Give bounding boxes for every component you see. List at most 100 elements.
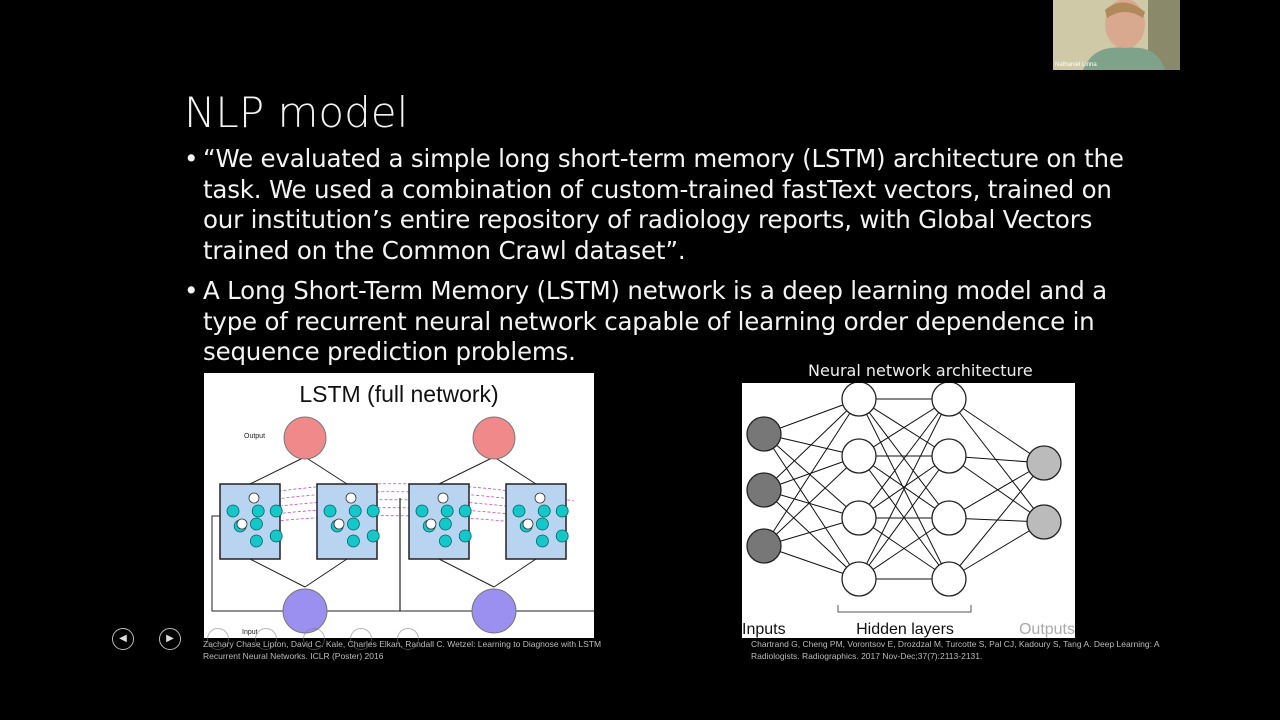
lstm-multiply-node	[425, 518, 437, 530]
nn-citation: Chartrand G, Cheng PM, Vorontsov E, Droz…	[751, 639, 1160, 661]
nn-hidden-node	[841, 438, 877, 474]
zoom-button[interactable]	[303, 628, 325, 650]
lstm-gate	[366, 529, 380, 543]
lstm-gate	[346, 534, 360, 548]
lstm-gate	[269, 529, 283, 543]
lstm-gate	[555, 504, 569, 518]
lstm-gate	[346, 517, 360, 531]
bullet-marker: •	[184, 276, 199, 305]
nn-hidden-node	[841, 561, 877, 597]
lstm-gate	[226, 504, 240, 518]
bullet-item: • A Long Short-Term Memory (LSTM) networ…	[184, 276, 1144, 368]
lstm-multiply-node	[236, 518, 248, 530]
more-options-button[interactable]	[397, 628, 419, 650]
slide-title: NLP model	[184, 88, 409, 137]
nn-edge	[763, 398, 860, 491]
next-slide-button[interactable]: ▶	[159, 628, 181, 650]
nn-hidden-node	[931, 561, 967, 597]
pen-tool-button[interactable]	[207, 628, 229, 650]
nn-hidden-node	[841, 383, 877, 417]
bullet-list: • “We evaluated a simple long short-term…	[184, 144, 1144, 378]
bullet-marker: •	[184, 144, 199, 173]
lstm-figure-title: LSTM (full network)	[299, 381, 498, 407]
webcam-thumbnail: Nathaniel Linna	[1053, 0, 1180, 70]
nn-edge	[948, 462, 1045, 519]
bullet-text: A Long Short-Term Memory (LSTM) network …	[203, 276, 1107, 366]
lstm-connector	[249, 558, 306, 588]
nn-edge	[763, 433, 860, 580]
lstm-multiply-node	[333, 518, 345, 530]
lstm-input-label: Input	[242, 629, 258, 636]
nn-output-node	[1026, 445, 1062, 481]
lstm-gate	[537, 504, 551, 518]
lstm-gate	[366, 504, 380, 518]
lstm-multiply-node	[437, 492, 449, 504]
nn-input-node	[746, 528, 782, 564]
nn-figure: Inputs Hidden layers Outputs	[742, 383, 1075, 638]
next-icon: ▶	[166, 633, 174, 644]
nn-inputs-label: Inputs	[742, 621, 786, 638]
nn-edge	[763, 433, 860, 519]
lstm-connector	[304, 558, 348, 588]
lstm-output-node	[283, 416, 327, 460]
lstm-connector	[493, 456, 537, 485]
lstm-output-label: Output	[244, 433, 265, 440]
lstm-gate	[555, 529, 569, 543]
lstm-multiply-node	[534, 492, 546, 504]
nn-edge	[948, 398, 1045, 464]
lstm-gate	[458, 529, 472, 543]
lstm-connector	[249, 456, 306, 485]
nn-edge	[858, 517, 950, 580]
nn-hidden-node	[841, 500, 877, 536]
lstm-gate	[348, 504, 362, 518]
lstm-figure: LSTM (full network) Output Input	[204, 373, 594, 638]
lstm-gate	[535, 534, 549, 548]
nn-edge	[858, 398, 950, 519]
previous-slide-button[interactable]: ◀	[112, 628, 134, 650]
lstm-connector	[438, 558, 495, 588]
lstm-gate	[269, 504, 283, 518]
lstm-connector	[304, 456, 348, 485]
lstm-gate	[251, 504, 265, 518]
lstm-recurrent-link	[265, 515, 543, 526]
lstm-gate	[535, 517, 549, 531]
lstm-gate	[415, 504, 429, 518]
nn-edge	[763, 489, 860, 580]
nn-edge	[763, 455, 860, 547]
nn-hidden-node	[931, 500, 967, 536]
participant-video	[1053, 0, 1180, 70]
lstm-multiply-node	[522, 518, 534, 530]
nn-edge	[948, 462, 1045, 580]
lstm-gate	[323, 504, 337, 518]
lstm-gate	[438, 534, 452, 548]
lstm-gate	[440, 504, 454, 518]
lstm-multiply-node	[248, 492, 260, 504]
lstm-input-node	[282, 588, 328, 634]
lstm-gate	[250, 534, 263, 548]
nn-output-node	[1026, 504, 1062, 540]
lstm-recurrent-link	[257, 507, 551, 520]
previous-icon: ◀	[119, 633, 127, 644]
nn-edge	[858, 398, 950, 580]
nn-edge	[858, 455, 950, 519]
bullet-item: • “We evaluated a simple long short-term…	[184, 144, 1144, 266]
pointer-options-button[interactable]	[350, 628, 372, 650]
nn-edge	[948, 398, 1045, 523]
lstm-gate	[458, 504, 472, 518]
nn-edge	[948, 455, 1045, 523]
bullet-text: “We evaluated a simple long short-term m…	[203, 144, 1124, 265]
nn-hidden-node	[931, 438, 967, 474]
nn-edge	[858, 398, 950, 457]
lstm-gate	[438, 517, 452, 531]
lstm-gate	[250, 517, 263, 531]
lstm-input-node	[471, 588, 517, 634]
lstm-diagram: LSTM (full network) Output Input	[211, 381, 594, 636]
lstm-frame-line	[211, 515, 594, 612]
see-all-slides-button[interactable]	[255, 628, 277, 650]
lstm-connector	[493, 558, 537, 588]
nn-outputs-label: Outputs	[1019, 621, 1075, 638]
nn-figure-caption: Neural network architecture	[808, 361, 1033, 380]
nn-edge	[858, 455, 950, 580]
participant-name: Nathaniel Linna	[1055, 62, 1097, 68]
lstm-connector	[438, 456, 495, 485]
